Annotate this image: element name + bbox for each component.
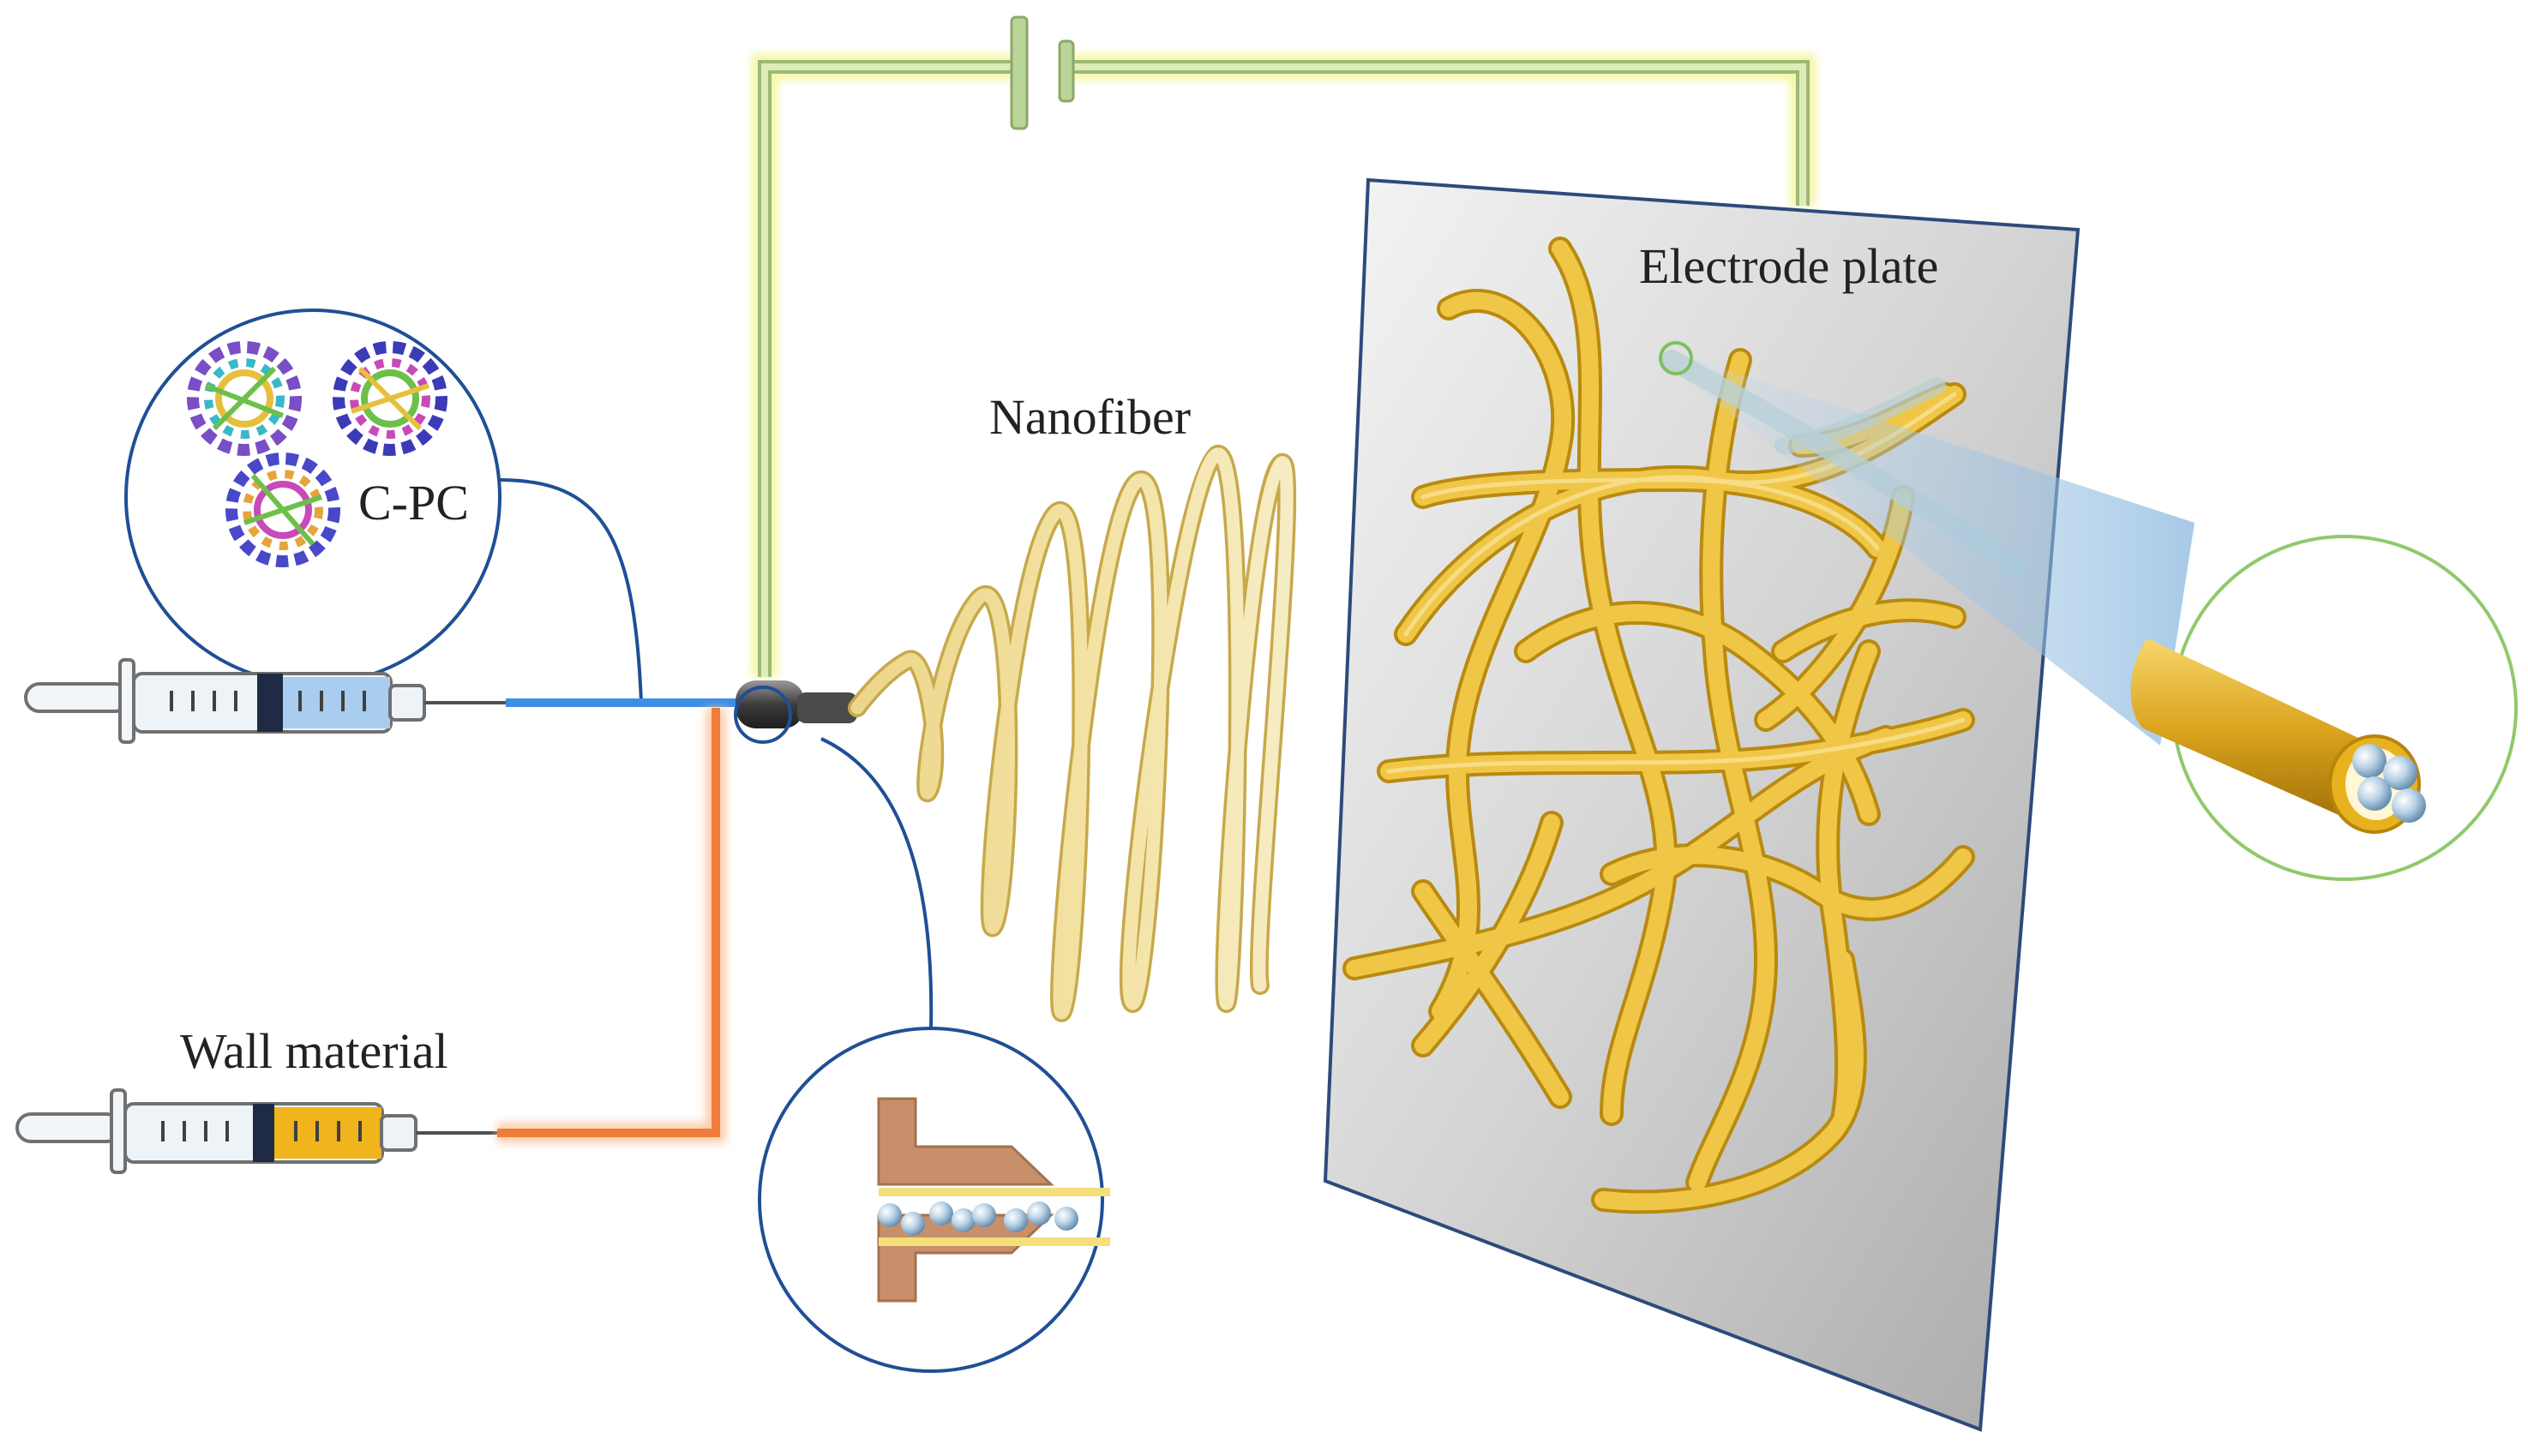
zoom-beam bbox=[1673, 355, 2195, 746]
coaxial-nozzle bbox=[734, 680, 857, 744]
syringe-core bbox=[24, 658, 506, 744]
shell-fluid-line bbox=[497, 708, 726, 1143]
circuit-wire bbox=[752, 54, 1816, 677]
nanofiber-jet bbox=[848, 445, 1297, 1022]
nanofiber-label: Nanofiber bbox=[989, 389, 1192, 445]
cpc-label: C-PC bbox=[358, 475, 469, 530]
cpc-molecule bbox=[225, 452, 340, 567]
wall-material-label: Wall material bbox=[180, 1023, 448, 1079]
fiber-cross-section bbox=[2130, 535, 2518, 881]
leader-lines bbox=[498, 478, 934, 1029]
power-supply bbox=[1010, 15, 1075, 130]
cpc-molecule bbox=[187, 341, 302, 456]
cpc-molecule bbox=[333, 341, 447, 456]
syringe-shell bbox=[15, 1088, 497, 1174]
nozzle-cross-section bbox=[758, 1027, 1110, 1373]
electrode-plate-label: Electrode plate bbox=[1639, 238, 1939, 294]
zoom-origin-marker bbox=[1659, 341, 1693, 375]
